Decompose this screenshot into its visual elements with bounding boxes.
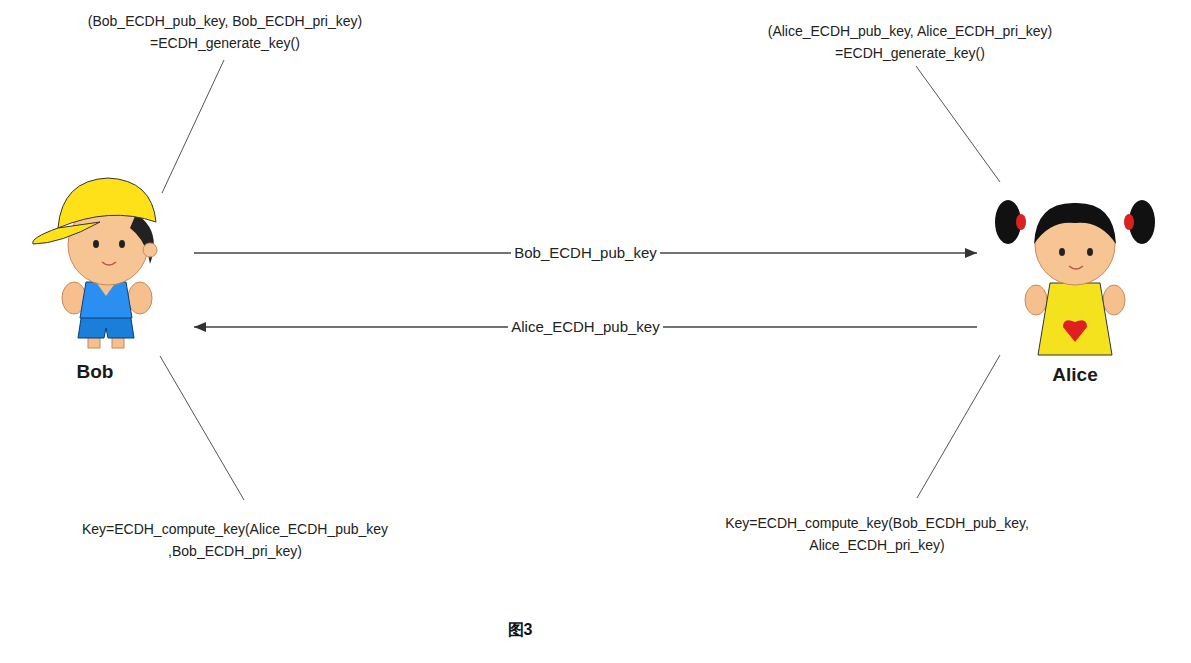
formula-note: (Bob_ECDH_pub_key, Bob_ECDH_pri_key) =EC… [65,10,385,54]
figure-caption: 图3 [508,620,533,641]
alice-figure [1063,320,1087,342]
edge-label: Alice_ECDH_pub_key [508,318,662,336]
alice-figure [1103,285,1125,315]
bob-figure [102,262,116,265]
leader-line [162,60,224,193]
edge-label: Bob_ECDH_pub_key [511,244,660,262]
person-figure: Bob [28,178,194,390]
bob-figure [80,282,132,318]
alice-figure [1059,248,1065,256]
person-name: Bob [28,361,162,383]
bob-figure [128,282,152,314]
bob-figure [33,178,157,348]
bob-figure [93,240,99,248]
alice-figure [995,200,1155,355]
formula-note: Key=ECDH_compute_key(Bob_ECDH_pub_key, A… [707,512,1047,556]
alice-figure [1038,283,1112,355]
alice-figure [1016,214,1026,230]
formula-note: (Alice_ECDH_pub_key, Alice_ECDH_pri_key)… [740,20,1080,64]
bob-figure [33,222,100,244]
alice-figure [1069,266,1083,269]
person-name: Alice [1000,364,1150,386]
bob-figure [58,178,156,228]
alice-figure [1124,214,1134,230]
bob-figure [119,240,125,248]
alice-figure [1034,203,1116,244]
formula-note: Key=ECDH_compute_key(Alice_ECDH_pub_key … [65,518,405,562]
person-figure: Alice [977,180,1156,392]
leader-line [916,66,1000,182]
leader-line [917,355,1000,498]
alice-figure [1087,248,1093,256]
bob-figure [143,243,157,257]
leader-line [160,356,244,500]
alice-figure [1025,285,1047,315]
leader-line [160,60,1000,500]
